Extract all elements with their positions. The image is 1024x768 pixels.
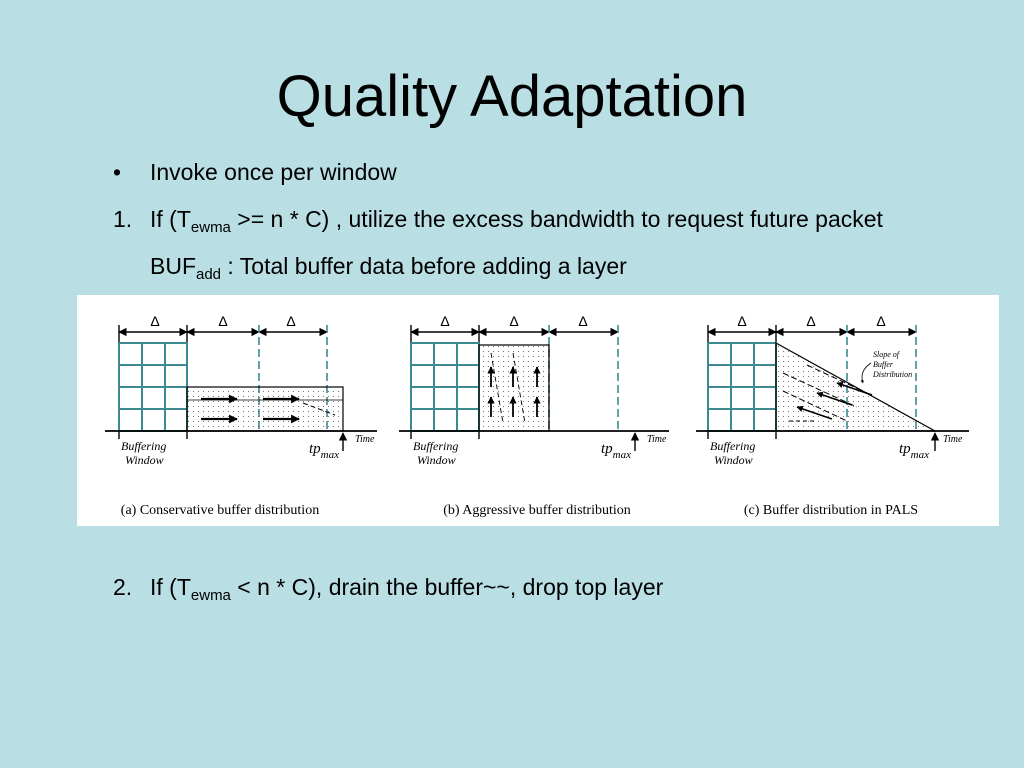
slope-label: Distribution [872,370,912,379]
panel-pals: Δ Δ Δ Slope of Buffer Distribution Time … [696,313,969,518]
delta-label: Δ [218,313,227,329]
slide-title: Quality Adaptation [276,64,748,129]
delta-label: Δ [806,313,815,329]
buffering-window-label: Window [714,453,753,467]
delta-label: Δ [578,313,587,329]
bullet-marker: • [113,159,122,185]
item-1-text: If (Tewma >= n * C) , utilize the excess… [150,206,883,236]
panel-conservative: Δ Δ Δ Time Buffering Window tpmax (a) Co… [105,313,377,518]
delta-label: Δ [509,313,518,329]
buffering-window-label: Window [417,453,456,467]
delta-label: Δ [876,313,885,329]
buffering-window-label: Buffering [121,439,166,453]
tpmax-label: tpmax [899,441,929,461]
delta-label: Δ [286,313,295,329]
panel-aggressive: Δ Δ Δ Time Buffering Window tpmax (b) Ag… [399,313,669,518]
slope-label: Buffer [873,360,894,369]
delta-label: Δ [737,313,746,329]
buffering-window-label: Buffering [413,439,458,453]
time-label: Time [647,434,667,445]
bullet-invoke-text: Invoke once per window [150,159,397,185]
slope-label: Slope of [873,350,901,359]
item-2-text: If (Tewma < n * C), drain the buffer~~, … [150,574,664,604]
buffering-window-label: Window [125,453,164,467]
caption-c: (c) Buffer distribution in PALS [744,503,918,518]
caption-b: (b) Aggressive buffer distribution [443,503,631,518]
caption-a: (a) Conservative buffer distribution [121,503,319,518]
item-2-number: 2. [113,574,133,600]
time-label: Time [943,434,963,445]
buffering-window-label: Buffering [710,439,755,453]
buffer-distribution-figure: Δ Δ Δ Time Buffering Window tpmax (a) Co… [77,295,999,526]
time-label: Time [355,434,375,445]
tpmax-label: tpmax [309,441,339,461]
bufadd-definition: BUFadd : Total buffer data before adding… [150,253,627,283]
tpmax-label: tpmax [601,441,631,461]
delta-label: Δ [150,313,159,329]
item-1-number: 1. [113,206,133,232]
delta-label: Δ [440,313,449,329]
